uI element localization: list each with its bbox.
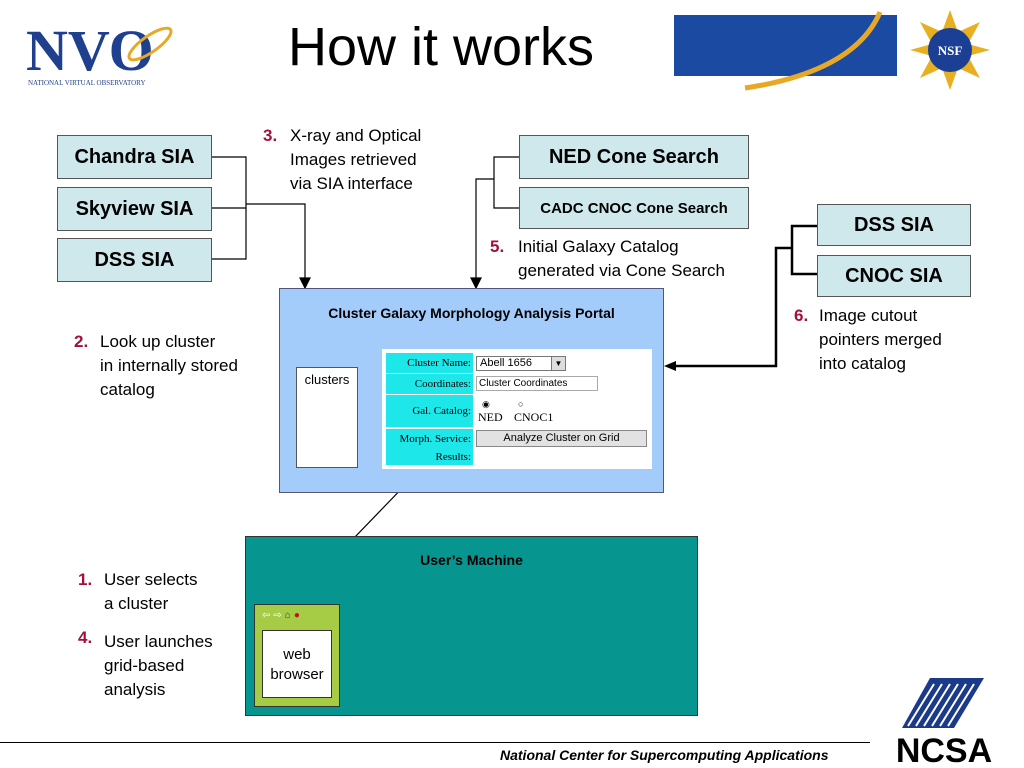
svg-text:NCSA: NCSA <box>896 732 992 766</box>
web-browser-label: web browser <box>270 646 324 683</box>
browser-content <box>262 630 332 698</box>
back-arrow-icon: ⇦ <box>262 610 274 621</box>
radio-ned[interactable]: ◉ <box>482 399 490 409</box>
cluster-name-label: Cluster Name: <box>386 353 473 373</box>
catalog-option-cnoc1: CNOC1 <box>514 410 554 424</box>
radio-cnoc1[interactable]: ○ <box>518 399 524 409</box>
step-2: 2. Look up cluster in internally stored … <box>74 332 238 399</box>
step-3: 3. X-ray and Optical Images retrieved vi… <box>263 126 422 193</box>
clusters-label: clusters <box>304 372 350 387</box>
gal-catalog-label: Gal. Catalog: <box>386 395 473 427</box>
forward-arrow-icon: ⇨ <box>273 610 285 621</box>
step-5: 5. Initial Galaxy Catalog generated via … <box>490 237 725 280</box>
step-4: 4. User launches grid-based analysis <box>78 628 213 699</box>
ncsa-logo-icon: NCSA <box>896 678 992 766</box>
catalog-option-ned: NED <box>478 410 503 424</box>
service-dss-sia-right: DSS SIA <box>817 204 971 246</box>
service-cnoc-sia: CNOC SIA <box>817 255 971 297</box>
footer-text: National Center for Supercomputing Appli… <box>500 747 829 763</box>
service-cadc-cnoc-cone-search: CADC CNOC Cone Search <box>519 187 749 229</box>
browser-toolbar: ⇦⇨⌂● <box>262 610 303 621</box>
svg-text:NATIONAL VIRTUAL OBSERVATORY: NATIONAL VIRTUAL OBSERVATORY <box>28 79 146 87</box>
coordinates-input[interactable]: Cluster Coordinates <box>476 376 598 391</box>
service-ned-cone-search: NED Cone Search <box>519 135 749 179</box>
nsf-logo-icon: NSF <box>910 10 990 90</box>
service-skyview-sia: Skyview SIA <box>57 187 212 231</box>
stop-icon: ● <box>293 610 303 621</box>
analyze-cluster-button[interactable]: Analyze Cluster on Grid <box>476 430 647 447</box>
page-title: How it works <box>288 17 595 77</box>
footer-divider <box>0 742 870 743</box>
step-6: 6. Image cutout pointers merged into cat… <box>794 306 942 373</box>
home-icon: ⌂ <box>284 610 294 621</box>
step-1: 1. User selects a cluster <box>78 570 198 613</box>
morph-service-label: Morph. Service: <box>386 429 473 449</box>
svg-text:NSF: NSF <box>938 43 963 58</box>
service-dss-sia-left: DSS SIA <box>57 238 212 282</box>
nvo-logo-icon: NVO NATIONAL VIRTUAL OBSERVATORY <box>26 18 173 87</box>
coordinates-label: Coordinates: <box>386 374 473 394</box>
cluster-name-select[interactable]: Abell 1656 ▼ <box>476 356 566 371</box>
svg-text:NVO: NVO <box>26 18 154 83</box>
results-label: Results: <box>386 449 473 465</box>
title-box <box>196 15 674 76</box>
portal-title: Cluster Galaxy Morphology Analysis Porta… <box>328 305 615 321</box>
swoosh-decoration <box>744 11 883 91</box>
users-machine-title: User’s Machine <box>420 552 523 568</box>
chevron-down-icon: ▼ <box>551 357 565 370</box>
clusters-list <box>296 367 358 468</box>
service-chandra-sia: Chandra SIA <box>57 135 212 179</box>
